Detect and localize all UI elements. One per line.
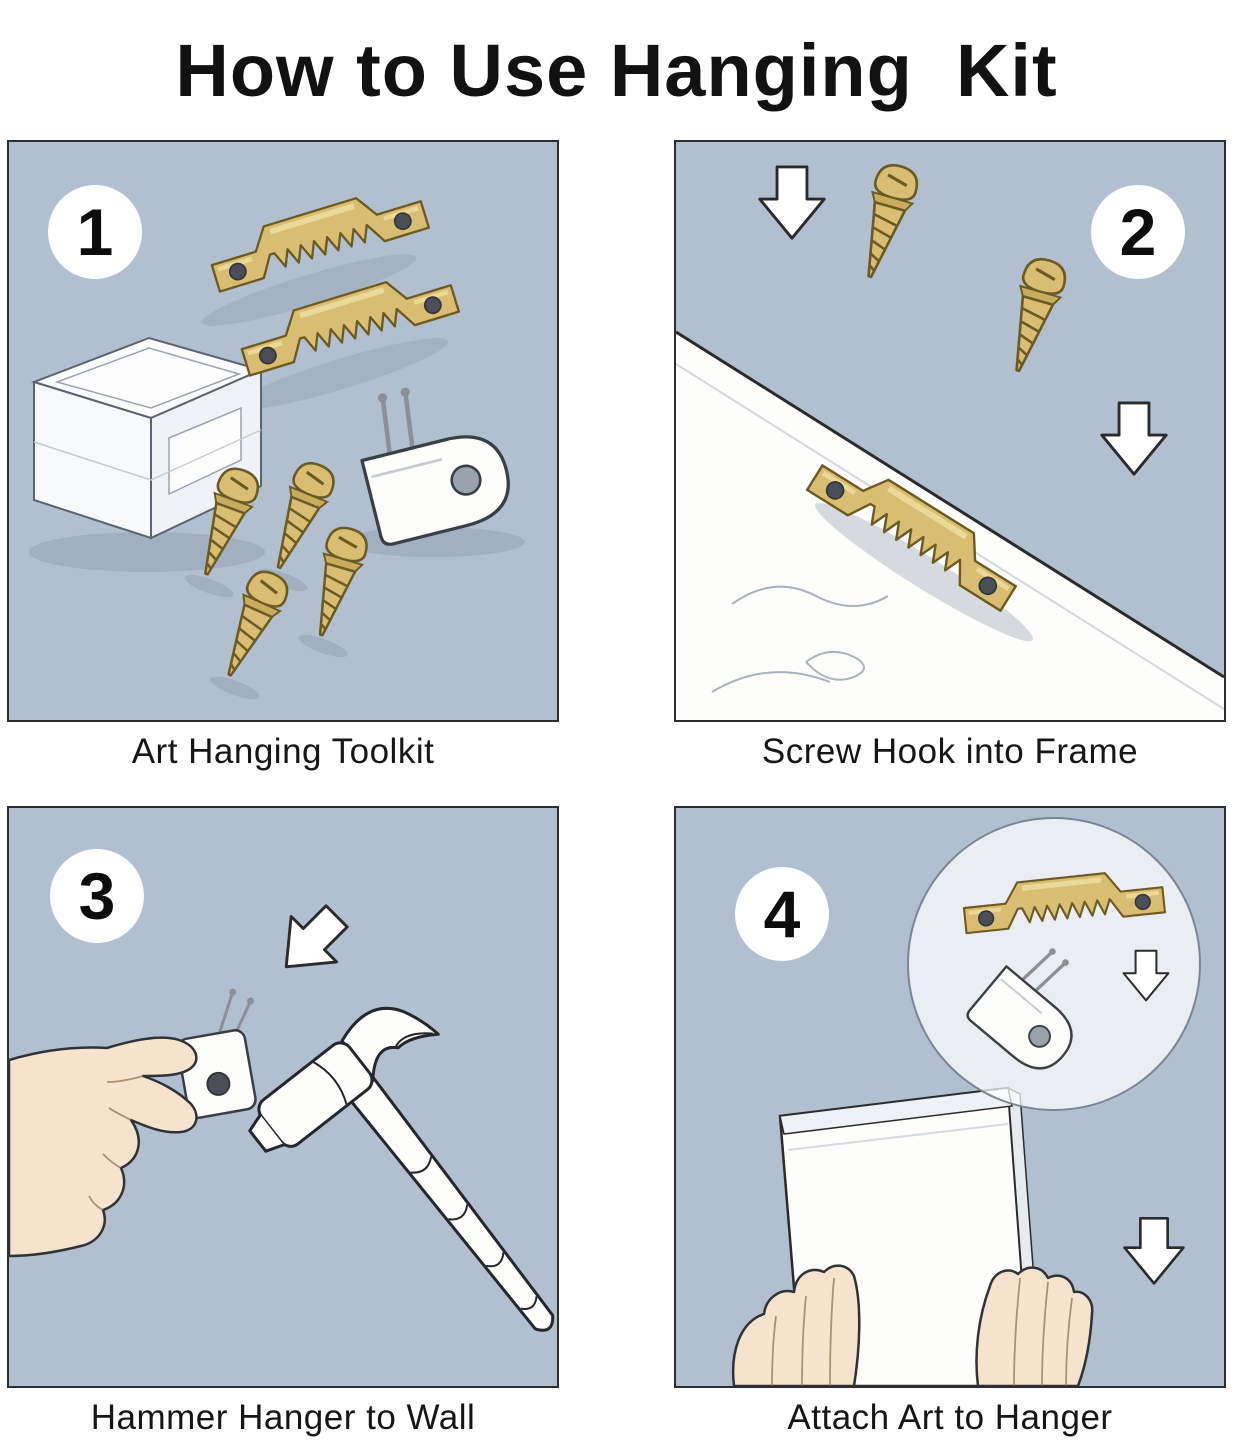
step-2-number: 2: [1120, 195, 1157, 269]
hand-icon: [731, 1264, 861, 1386]
step-4: 4 Attach Art to Hanger: [674, 806, 1226, 1438]
page-title: How to Use Hanging Kit: [175, 28, 1058, 112]
magnifier-circle: [907, 817, 1201, 1111]
step-1: 1 Art Hanging Toolkit: [7, 140, 559, 772]
step-1-number: 1: [77, 195, 114, 269]
down-arrow-icon: [1123, 1216, 1185, 1285]
hammer-icon: [248, 1006, 555, 1332]
wall-hanger-plate-icon: [176, 988, 257, 1119]
step-3-illustration: 3: [9, 849, 555, 1332]
hand-icon: [9, 1036, 198, 1258]
step-3-panel: 3: [7, 806, 559, 1388]
step-2-caption: Screw Hook into Frame: [761, 732, 1139, 771]
step-2: 2 Screw Hook into Frame: [674, 140, 1226, 772]
step-3-number: 3: [79, 859, 116, 933]
step-2-panel: 2: [674, 140, 1226, 722]
hand-icon: [975, 1266, 1094, 1386]
step-2-number-badge: 2: [1091, 185, 1185, 279]
step-1-illustration: 1: [29, 142, 525, 700]
screw-icon: [848, 159, 923, 284]
storage-box-icon: [30, 336, 264, 540]
step-2-illustration: 2: [676, 159, 1224, 720]
step-4-panel: 4: [674, 806, 1226, 1388]
step-4-number: 4: [764, 877, 801, 951]
step-4-number-badge: 4: [735, 867, 829, 961]
step-4-caption: Attach Art to Hanger: [787, 1398, 1113, 1437]
down-arrow-icon: [262, 892, 361, 991]
shadow-shape: [815, 502, 1033, 642]
screw-icon: [300, 522, 373, 642]
screw-icon: [209, 564, 295, 685]
step-3-number-badge: 3: [50, 849, 144, 943]
wall-hook-icon: [347, 369, 517, 547]
step-3-caption: Hammer Hanger to Wall: [90, 1398, 476, 1437]
step-1-caption: Art Hanging Toolkit: [131, 732, 435, 771]
screw-icon: [996, 253, 1071, 378]
down-arrow-icon: [1100, 401, 1168, 476]
steps-grid: 1 Art Hanging Toolkit: [0, 140, 1233, 1438]
step-1-number-badge: 1: [48, 185, 142, 279]
shadow-shapes: [29, 254, 525, 700]
step-4-illustration: 4: [731, 817, 1201, 1386]
step-1-panel: 1: [7, 140, 559, 722]
step-3: 3 Hammer Hanger to Wall: [7, 806, 559, 1438]
down-arrow-icon: [758, 165, 826, 240]
